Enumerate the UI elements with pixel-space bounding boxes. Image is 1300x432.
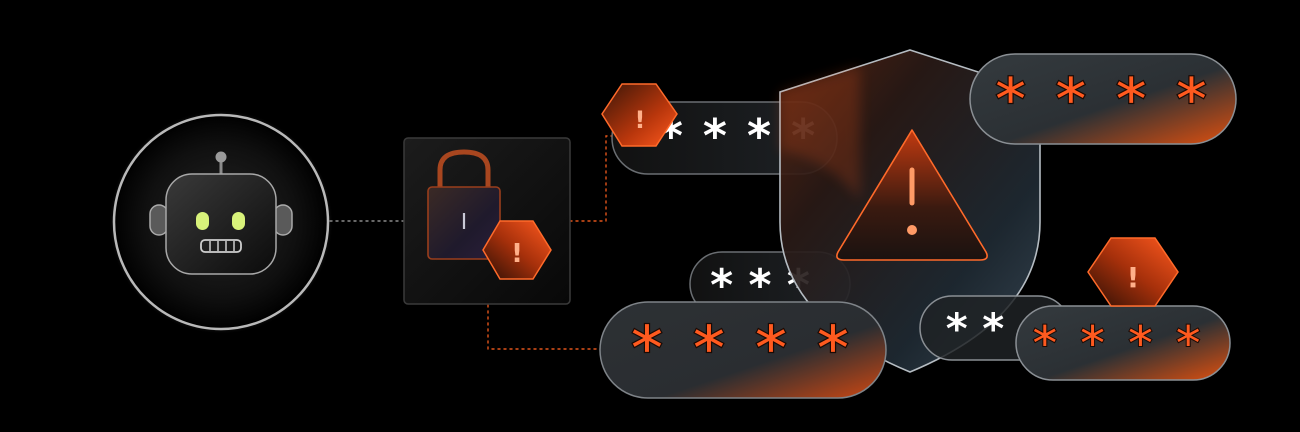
field-alert-hexagon-2: ! <box>1087 237 1179 307</box>
field-alert-hexagon-1: ! <box>601 83 678 147</box>
padlock-icon <box>427 149 501 260</box>
password-mask-text: * * * * <box>631 312 853 385</box>
warning-triangle-icon: ! <box>836 129 988 261</box>
password-field-2: * * * * <box>969 53 1237 145</box>
password-field-6: * * * * <box>1015 305 1231 381</box>
connector-lines <box>329 135 617 350</box>
password-mask-text: * * * * <box>995 65 1211 135</box>
password-mask-text: * * * * <box>1032 316 1204 372</box>
password-mask-text: * * <box>946 304 1005 353</box>
password-field-4: * * * * <box>599 301 887 399</box>
robot-eye-right <box>232 212 245 230</box>
robot-icon <box>149 151 293 275</box>
robot-badge <box>109 110 333 334</box>
shield-icon: ! <box>779 49 1041 373</box>
robot-eye-left <box>196 212 209 230</box>
exclamation-hexagon-icon: ! <box>1127 261 1140 294</box>
exclamation-hexagon-icon: ! <box>635 106 646 134</box>
lock-card: ! <box>403 137 571 305</box>
robot-mouth <box>200 239 242 253</box>
lock-alert-hexagon: ! <box>482 220 552 280</box>
exclamation-hexagon-icon: ! <box>511 239 523 269</box>
